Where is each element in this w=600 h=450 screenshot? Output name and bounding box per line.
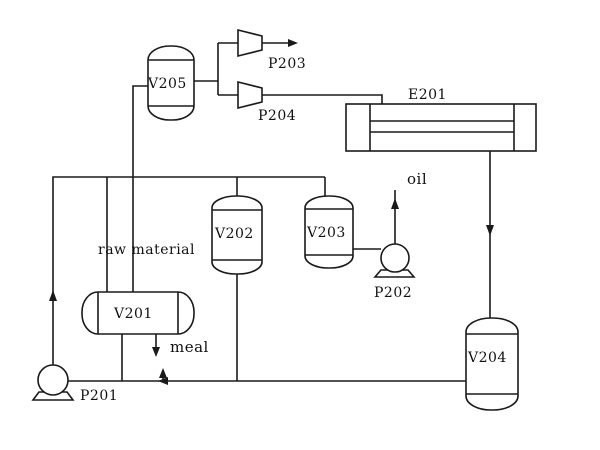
label-p203: P203 <box>268 56 306 72</box>
pipe-p204-to-e201 <box>262 94 383 104</box>
label-p204: P204 <box>258 108 296 124</box>
label-v203: V203 <box>306 225 346 241</box>
pipe-v205-to-compressors <box>194 42 238 96</box>
arrow-p203-right <box>288 39 298 47</box>
pipe-v201-to-v205 <box>132 85 148 292</box>
vessel-v201 <box>81 291 195 335</box>
label-v202: V202 <box>214 226 254 242</box>
arrow-oil-up <box>391 198 399 209</box>
arrow-e201-down <box>486 225 494 236</box>
vessel-v204 <box>465 317 519 411</box>
heat-exchanger-e201 <box>345 103 537 152</box>
pipe-p201-riser <box>52 176 325 370</box>
label-p201: P201 <box>80 388 118 404</box>
pump-p202-icon <box>380 243 410 273</box>
arrow-p201-up <box>49 290 57 301</box>
arrow-main-left <box>158 377 168 385</box>
label-p202: P202 <box>374 285 412 301</box>
label-meal: meal <box>170 338 209 356</box>
arrow-meal-up <box>159 368 167 378</box>
pump-p201-icon <box>37 364 69 396</box>
label-v204: V204 <box>467 350 507 366</box>
vessel-v203 <box>304 195 354 269</box>
label-v201: V201 <box>113 306 153 322</box>
vessel-v202 <box>211 195 263 275</box>
label-v205: V205 <box>147 76 187 92</box>
label-oil: oil <box>407 170 427 188</box>
vessel-v205 <box>147 45 195 121</box>
arrow-meal-down <box>152 347 160 357</box>
label-raw-material: raw material <box>98 242 195 258</box>
label-e201: E201 <box>408 87 447 103</box>
compressor-p203-icon <box>237 28 263 58</box>
compressor-p204-icon <box>237 80 263 110</box>
